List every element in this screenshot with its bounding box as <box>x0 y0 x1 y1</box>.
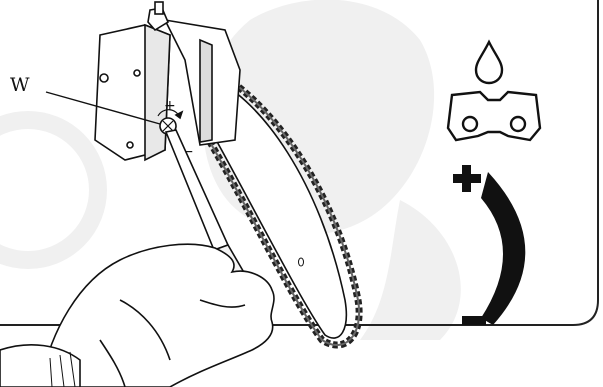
housing-plus-sign: + <box>164 98 176 114</box>
oil-drop-icon <box>476 42 502 83</box>
plus-minus-scale-icon <box>453 165 525 325</box>
chain-link-icon <box>448 92 540 140</box>
callout-label-w: W <box>10 76 30 95</box>
